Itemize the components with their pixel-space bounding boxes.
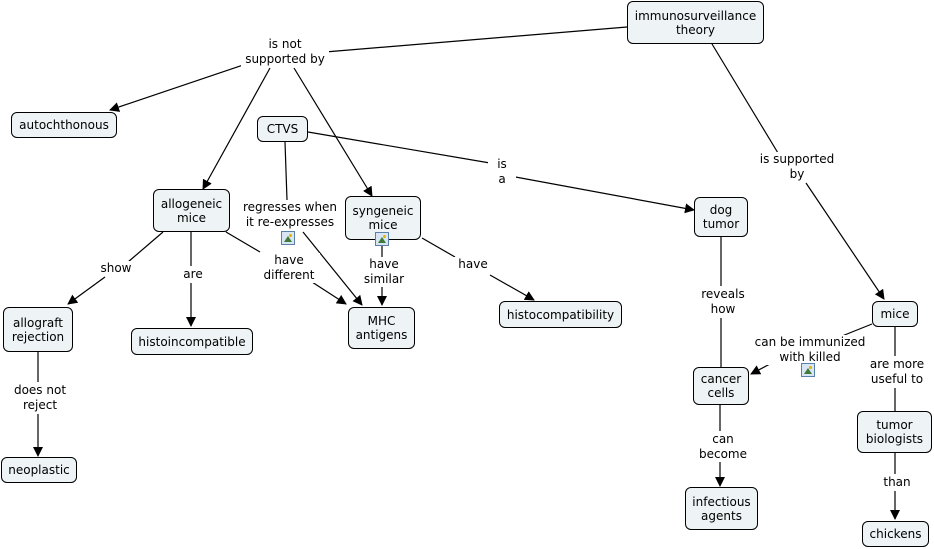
link-show: show bbox=[94, 261, 138, 276]
node-mice[interactable]: mice bbox=[872, 301, 918, 327]
node-infectious-agents[interactable]: infectious agents bbox=[685, 487, 758, 530]
node-cancer-cells[interactable]: cancer cells bbox=[693, 367, 749, 405]
link-than: than bbox=[876, 475, 918, 490]
link-can-become: can become bbox=[692, 432, 754, 462]
image-attachment-icon[interactable] bbox=[281, 231, 295, 245]
link-regresses-when: regresses when it re-expresses bbox=[238, 200, 342, 230]
image-attachment-icon[interactable] bbox=[375, 232, 389, 246]
link-can-be-immunized: can be immunized with killed bbox=[750, 335, 870, 365]
link-reveals-how: reveals how bbox=[694, 287, 752, 317]
link-have: have bbox=[452, 257, 494, 272]
node-allogeneic-mice[interactable]: allogeneic mice bbox=[153, 189, 230, 232]
node-histocompatibility[interactable]: histocompatibility bbox=[499, 301, 622, 328]
node-dog-tumor[interactable]: dog tumor bbox=[694, 197, 748, 237]
image-attachment-icon[interactable] bbox=[801, 363, 815, 377]
node-immunosurveillance-theory[interactable]: immunosurveillance theory bbox=[627, 1, 764, 44]
node-tumor-biologists[interactable]: tumor biologists bbox=[857, 411, 932, 453]
node-autochthonous[interactable]: autochthonous bbox=[11, 112, 117, 138]
link-have-similar: have similar bbox=[358, 257, 410, 287]
link-is-a: is a bbox=[488, 157, 516, 187]
link-are: are bbox=[176, 267, 210, 282]
node-neoplastic[interactable]: neoplastic bbox=[1, 457, 77, 483]
node-ctvs[interactable]: CTVS bbox=[257, 116, 308, 142]
link-are-more-useful-to: are more useful to bbox=[862, 357, 932, 387]
link-does-not-reject: does not reject bbox=[6, 383, 74, 413]
link-is-supported-by: is supported by bbox=[752, 152, 842, 182]
link-have-different: have different bbox=[258, 253, 320, 283]
node-chickens[interactable]: chickens bbox=[862, 521, 929, 547]
link-is-not-supported-by: is not supported by bbox=[241, 37, 329, 67]
node-histoincompatible[interactable]: histoincompatible bbox=[131, 328, 253, 355]
node-allograft-rejection[interactable]: allograft rejection bbox=[3, 307, 73, 352]
node-mhc-antigens[interactable]: MHC antigens bbox=[348, 307, 415, 349]
